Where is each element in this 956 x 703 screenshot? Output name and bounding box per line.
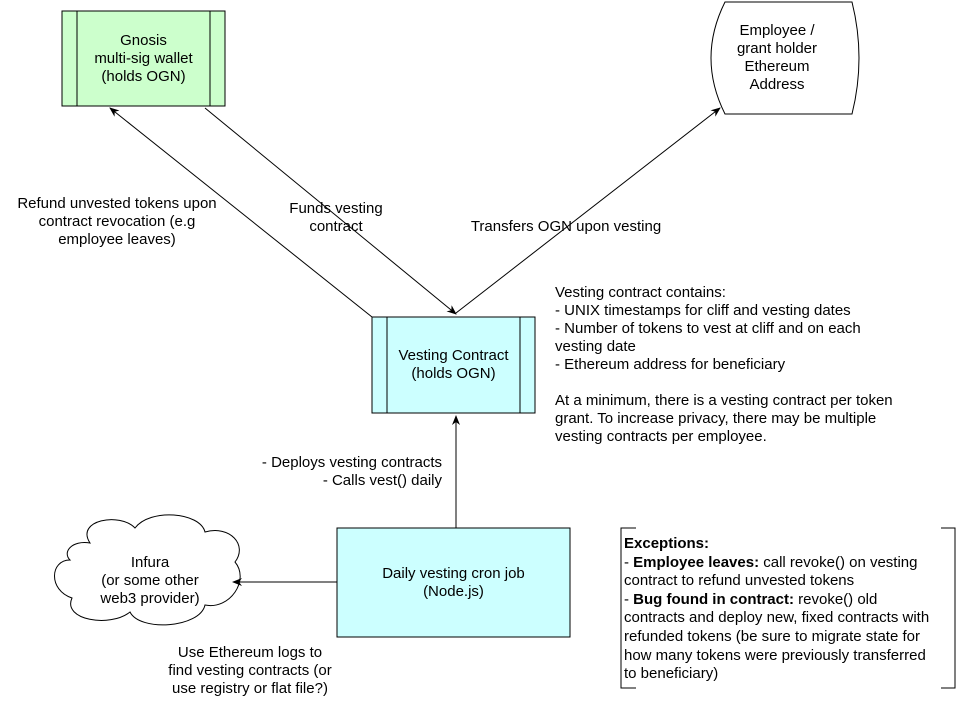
funds-arrow — [204, 107, 457, 315]
infura-cloud-shape — [54, 514, 241, 626]
vesting-contract-box — [371, 316, 536, 414]
exception-bug-found: - Bug found in contract: revoke() old co… — [624, 590, 930, 683]
vesting-contract-label: Vesting Contract (holds OGN) — [398, 347, 509, 382]
exceptions-bracket — [620, 527, 956, 689]
deploys-edge-label: - Deploys vesting contracts - Calls vest… — [261, 454, 442, 489]
exceptions-title: Exceptions: — [624, 535, 710, 552]
gnosis-wallet-box — [61, 10, 226, 107]
logs-edge-label: Use Ethereum logs to find vesting contra… — [168, 644, 332, 697]
refund-edge-label: Refund unvested tokens upon contract rev… — [17, 195, 217, 248]
gnosis-wallet-label: Gnosis multi-sig wallet (holds OGN) — [94, 31, 193, 85]
funds-edge-label: Funds vesting contract — [289, 200, 383, 235]
exception-employee-leaves: - Employee leaves: call revoke() on vest… — [624, 553, 918, 590]
cron-job-box — [336, 527, 571, 638]
employee-address-shape — [710, 1, 860, 115]
infura-label: Infura (or some other web3 provider) — [100, 554, 200, 607]
transfers-edge-label: Transfers OGN upon vesting — [470, 218, 662, 235]
exceptions-note: Exceptions: - Employee leaves: call revo… — [624, 535, 940, 684]
refund-arrow — [109, 107, 373, 318]
cron-job-label: Daily vesting cron job (Node.js) — [382, 564, 525, 600]
transfers-arrow — [455, 107, 721, 314]
employee-address-label: Employee / grant holder Ethereum Address — [736, 22, 818, 93]
contract-contents-note: Vesting contract contains: - UNIX timest… — [555, 284, 893, 445]
